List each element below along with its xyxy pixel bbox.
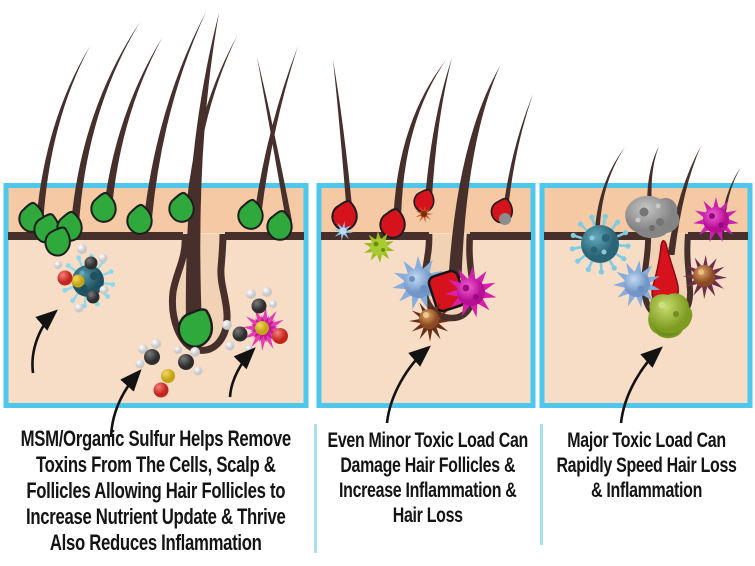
toxin-magenta-spiky <box>445 266 497 318</box>
caption-line: Toxins From The Cells, Scalp & <box>36 452 276 477</box>
caption-line: Increase Nutrient Update & Thrive <box>26 504 286 529</box>
toxin-green-blob <box>648 293 693 339</box>
caption-line: Also Reduces Inflammation <box>50 530 262 555</box>
panel-border <box>3 183 309 408</box>
msm-molecule <box>135 339 203 398</box>
hairs <box>36 12 298 224</box>
caption-major-toxic-load: Major Toxic Load Can Rapidly Speed Hair … <box>542 428 752 503</box>
caption-line: Hair Loss <box>392 504 463 527</box>
panel-border <box>539 183 753 408</box>
annotation-arrow <box>619 346 663 424</box>
caption-line: MSM/Organic Sulfur Helps Remove <box>20 426 292 451</box>
panel-healthy-follicles <box>3 12 309 438</box>
msm-molecule-neutralizing <box>222 287 288 353</box>
panel-border <box>316 183 536 408</box>
caption-line: Rapidly Speed Hair Loss <box>556 454 738 477</box>
panel-major-toxic-load <box>539 146 753 424</box>
toxin-blue-spiky <box>613 260 661 308</box>
toxin-blue-small <box>333 221 353 241</box>
toxin-green-spiky <box>363 231 395 263</box>
caption-msm-benefits: MSM/Organic Sulfur Helps Remove Toxins F… <box>2 426 310 556</box>
msm-molecule-attacking <box>54 244 109 313</box>
caption-divider <box>314 424 317 553</box>
toxin-brown-spiky <box>683 255 727 299</box>
caption-line: Follicles Allowing Hair Follicles to <box>26 478 286 503</box>
toxin-orange-burst <box>415 205 433 223</box>
infographic-illustration <box>3 12 753 438</box>
annotation-arrows <box>31 309 256 438</box>
annotation-arrow <box>385 345 431 424</box>
hair-shaft <box>448 66 500 278</box>
caption-minor-toxic-load: Even Minor Toxic Load Can Damage Hair Fo… <box>317 428 538 528</box>
caption-divider <box>540 424 543 545</box>
toxin-gray-blob <box>625 195 680 239</box>
toxin-brown-spiky <box>409 300 451 342</box>
caption-line: Increase Inflammation & <box>338 479 517 502</box>
caption-line: Major Toxic Load Can <box>567 429 727 452</box>
toxin-teal-virus <box>569 213 631 275</box>
caption-line: & Inflammation <box>591 479 703 502</box>
caption-line: Damage Hair Follicles & <box>340 454 515 477</box>
panel-minor-toxic-load <box>316 58 536 424</box>
hair-shaft <box>185 13 219 326</box>
caption-line: Even Minor Toxic Load Can <box>327 429 528 452</box>
gray-toxin-bit <box>499 213 511 225</box>
toxin-magenta-spiky <box>693 197 739 243</box>
